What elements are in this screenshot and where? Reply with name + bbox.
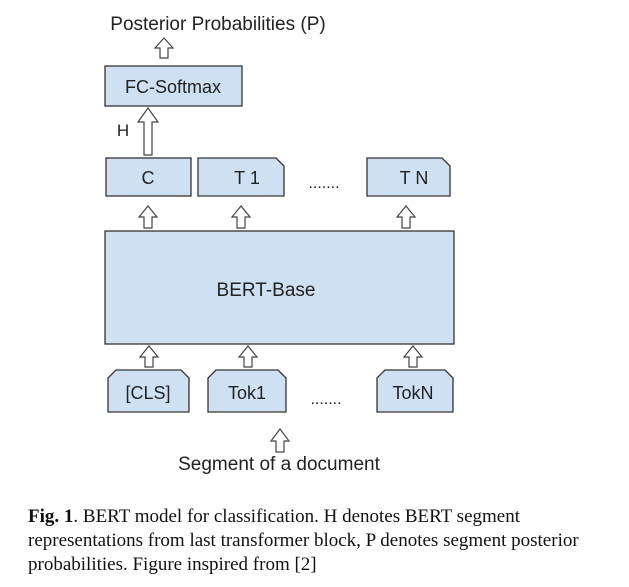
- token-box-tokn: [376, 369, 454, 413]
- token-box-cls: [107, 369, 190, 413]
- output-label-c: C: [142, 168, 155, 188]
- token-ellipsis: .......: [310, 391, 341, 408]
- arrow-up-icon: [136, 106, 160, 156]
- bert-classification-diagram: Posterior Probabilities (P) FC-Softmax H…: [104, 14, 455, 475]
- output-box-c: [105, 157, 192, 197]
- fc-softmax-box: [104, 65, 243, 107]
- arrow-up-icon: [395, 205, 417, 229]
- output-box-tn: [366, 157, 451, 197]
- arrow-up-icon: [269, 428, 291, 453]
- output-label-tn: T N: [400, 168, 429, 188]
- arrow-up-icon: [402, 345, 424, 368]
- arrow-up-icon: [153, 37, 175, 59]
- arrow-up-icon: [137, 205, 159, 229]
- token-box-tok1: [207, 369, 287, 413]
- bert-base-label: BERT-Base: [217, 280, 316, 301]
- arrow-up-icon: [237, 345, 259, 368]
- caption-text: . BERT model for classification. H denot…: [28, 506, 579, 575]
- arrow-up-icon: [138, 345, 160, 368]
- output-label-t1: T 1: [234, 168, 260, 188]
- fc-softmax-label: FC-Softmax: [125, 77, 221, 97]
- h-label: H: [117, 121, 129, 140]
- segment-input-label: Segment of a document: [178, 454, 380, 475]
- output-box-t1: [197, 157, 285, 197]
- output-ellipsis: .......: [308, 175, 339, 192]
- arrow-up-icon: [230, 205, 252, 229]
- figure-number: Fig. 1: [28, 506, 74, 527]
- token-label-tokn: TokN: [392, 383, 433, 403]
- posterior-probabilities-label: Posterior Probabilities (P): [110, 14, 325, 35]
- token-label-cls: [CLS]: [125, 383, 170, 403]
- bert-base-box: [104, 230, 455, 345]
- token-label-tok1: Tok1: [228, 383, 266, 403]
- figure-caption: Fig. 1. BERT model for classification. H…: [28, 505, 588, 577]
